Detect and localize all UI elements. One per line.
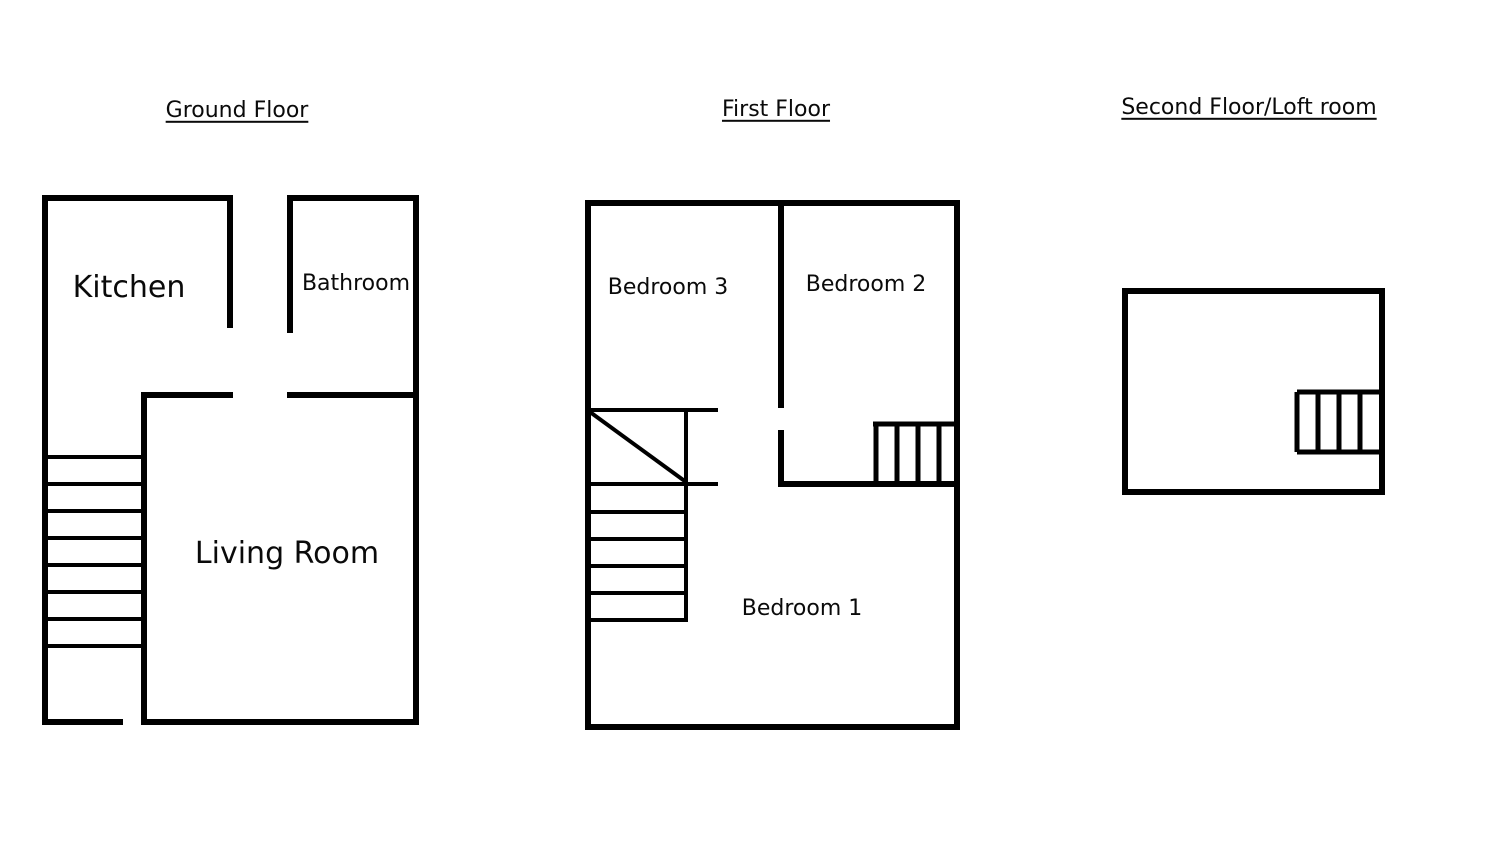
kitchen-label: Kitchen xyxy=(72,270,186,305)
bedroom1-label: Bedroom 1 xyxy=(741,595,863,621)
second-floor-title: Second Floor/Loft room xyxy=(1121,94,1377,120)
loft-floor-plan xyxy=(1122,288,1385,495)
ground-floor-title: Ground Floor xyxy=(165,97,309,123)
bedroom2-label: Bedroom 2 xyxy=(805,271,927,297)
bedroom3-label: Bedroom 3 xyxy=(607,274,729,300)
first-floor-plan xyxy=(585,200,960,730)
bathroom-label: Bathroom xyxy=(301,270,411,296)
ground-floor-plan xyxy=(42,195,419,725)
first-floor-title: First Floor xyxy=(721,96,831,122)
first-stairs-diagonal xyxy=(588,410,688,484)
living-room-label: Living Room xyxy=(194,536,380,571)
